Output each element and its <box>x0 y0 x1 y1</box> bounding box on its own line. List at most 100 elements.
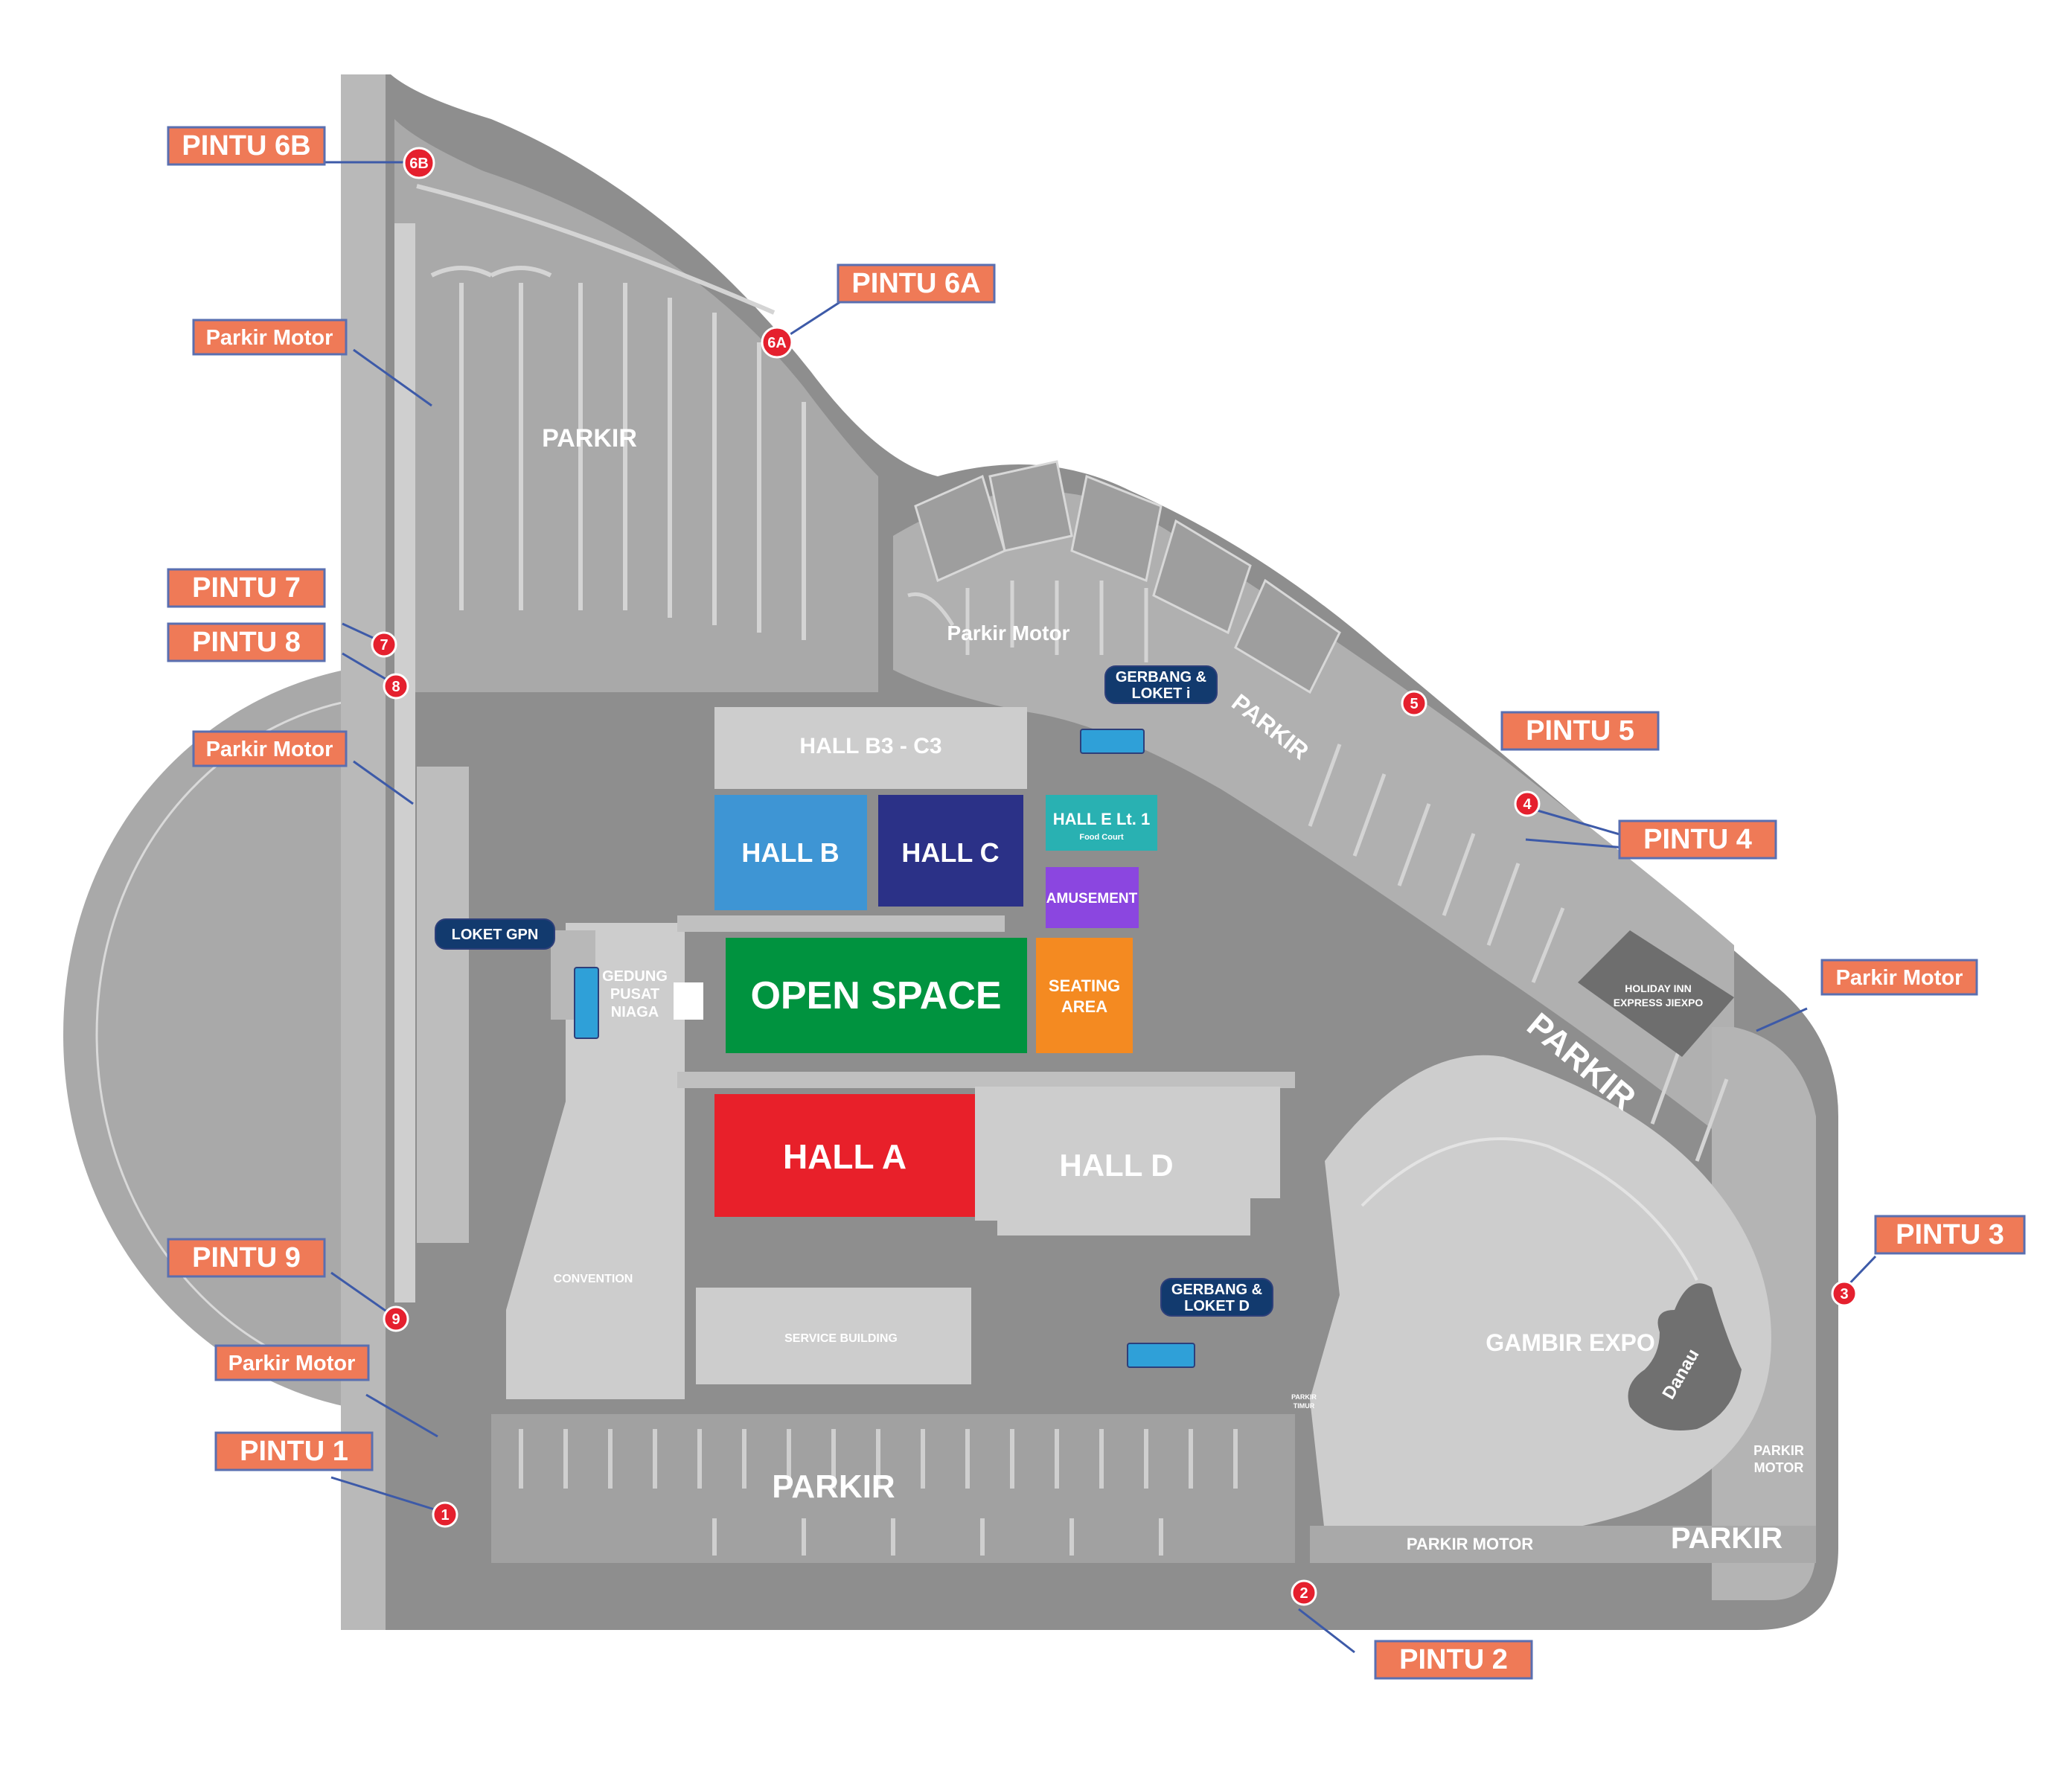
svg-text:Parkir Motor: Parkir Motor <box>228 1352 356 1375</box>
svg-text:3: 3 <box>1840 1286 1848 1302</box>
holiday-inn-label-1: HOLIDAY INN <box>1625 982 1691 994</box>
marker-8[interactable]: 8 <box>383 673 409 700</box>
holiday-inn-label-2: EXPRESS JIEXPO <box>1614 997 1704 1008</box>
marker-5[interactable]: 5 <box>1401 690 1427 717</box>
walkway-middle <box>677 1072 1295 1088</box>
hall-d <box>975 1087 1280 1235</box>
loket-d[interactable]: GERBANG & LOKET D <box>1127 1278 1273 1368</box>
leader-lines <box>313 161 1877 1654</box>
svg-text:2: 2 <box>1299 1585 1308 1602</box>
parkir-motor-callouts: Parkir Motor Parkir Motor Parkir Motor P… <box>192 319 1978 1381</box>
seating-label-2: AREA <box>1061 997 1107 1016</box>
pintu-9-label[interactable]: PINTU 9 <box>167 1238 326 1278</box>
pintu-6b-label[interactable]: PINTU 6B <box>167 126 326 166</box>
gate-labels: PINTU 6B PINTU 6A PINTU 7 PINTU 8 PINTU … <box>167 126 2026 1680</box>
svg-text:Parkir Motor: Parkir Motor <box>206 738 333 761</box>
hall-a-label: HALL A <box>783 1137 906 1176</box>
parkir-south-label: PARKIR <box>772 1468 895 1505</box>
loket-i-line1: GERBANG & <box>1116 669 1206 685</box>
ne-stalls <box>907 581 1729 1162</box>
gate-markers: 6B 6A 7 8 9 1 2 3 4 5 <box>371 147 1858 1606</box>
marker-1[interactable]: 1 <box>432 1501 458 1528</box>
parkir-motor-north-label: Parkir Motor <box>947 621 1070 645</box>
parkir-motor-north-callout[interactable]: Parkir Motor <box>192 319 348 356</box>
marker-2[interactable]: 2 <box>1291 1579 1317 1606</box>
svg-text:PINTU 6B: PINTU 6B <box>182 130 310 162</box>
loket-i[interactable]: GERBANG & LOKET i <box>1080 665 1218 754</box>
svg-text:PINTU 2: PINTU 2 <box>1399 1644 1508 1675</box>
parkir-motor-east-callout[interactable]: Parkir Motor <box>1820 959 1978 996</box>
pintu-2-label[interactable]: PINTU 2 <box>1374 1640 1533 1680</box>
svg-text:5: 5 <box>1410 696 1418 712</box>
hall-d-label: HALL D <box>1059 1148 1173 1183</box>
loket-d-line2: LOKET D <box>1184 1298 1250 1314</box>
marker-7[interactable]: 7 <box>371 631 397 658</box>
parkir-motor-east-label-2: MOTOR <box>1754 1460 1804 1475</box>
parkir-motor-south <box>1310 1526 1816 1563</box>
pintu-5-label[interactable]: PINTU 5 <box>1500 711 1660 751</box>
svg-text:PINTU 8: PINTU 8 <box>192 627 301 658</box>
kiosk <box>674 982 703 1020</box>
open-space-label: OPEN SPACE <box>750 974 1001 1017</box>
pintu-6a-label[interactable]: PINTU 6A <box>837 263 996 304</box>
hall-a <box>714 1094 975 1217</box>
parkir-motor-southwest-callout[interactable]: Parkir Motor <box>214 1344 370 1381</box>
marker-6b[interactable]: 6B <box>403 147 435 179</box>
seating-label-1: SEATING <box>1049 976 1120 995</box>
loket-gpn-line1: LOKET GPN <box>452 927 539 943</box>
svg-text:PINTU 1: PINTU 1 <box>240 1436 348 1467</box>
marker-9[interactable]: 9 <box>383 1305 409 1332</box>
parkir-north-label: PARKIR <box>542 424 637 453</box>
pintu-3-label[interactable]: PINTU 3 <box>1874 1215 2026 1255</box>
building-labels: HALL B3 - C3 HALL B HALL C HALL E Lt. 1 … <box>554 734 1704 1403</box>
loket-gpn-booth <box>574 967 599 1039</box>
walkway-north <box>677 915 1005 932</box>
marker-4[interactable]: 4 <box>1514 790 1541 817</box>
ticket-booths: GERBANG & LOKET i LOKET GPN GERBANG & LO… <box>435 665 1273 1368</box>
parkir-timur-label-1: PARKIR <box>1291 1393 1317 1401</box>
svg-text:9: 9 <box>391 1311 400 1328</box>
west-motor-area <box>417 767 469 1243</box>
loket-gpn[interactable]: LOKET GPN <box>435 918 599 1039</box>
west-oval <box>63 662 417 1414</box>
hall-b <box>714 795 867 910</box>
marker-3[interactable]: 3 <box>1831 1280 1858 1307</box>
svg-text:PINTU 6A: PINTU 6A <box>851 268 980 299</box>
gedung-label-1: GEDUNG <box>602 968 668 985</box>
svg-text:PINTU 7: PINTU 7 <box>192 572 301 604</box>
svg-text:PINTU 5: PINTU 5 <box>1526 715 1634 747</box>
svg-text:6A: 6A <box>767 335 787 351</box>
service-building <box>696 1288 971 1384</box>
svg-text:8: 8 <box>391 679 400 695</box>
pintu-8-label[interactable]: PINTU 8 <box>167 622 326 662</box>
hall-b3-c3 <box>714 707 1027 789</box>
west-road-inner <box>394 223 415 1302</box>
south-stalls <box>519 1429 1238 1556</box>
svg-text:6B: 6B <box>409 156 429 172</box>
hall-e-sublabel: Food Court <box>1079 833 1124 842</box>
svg-text:PINTU 4: PINTU 4 <box>1643 824 1752 855</box>
hall-b3-c3-label: HALL B3 - C3 <box>799 734 941 758</box>
hall-e <box>1046 795 1157 851</box>
open-space <box>726 938 1027 1053</box>
svg-text:Parkir Motor: Parkir Motor <box>1836 966 1963 990</box>
pintu-4-label[interactable]: PINTU 4 <box>1618 819 1777 860</box>
marker-6a[interactable]: 6A <box>761 326 793 359</box>
amusement <box>1046 867 1139 928</box>
parkir-motor-west-callout[interactable]: Parkir Motor <box>192 730 348 767</box>
danau <box>1628 1283 1742 1430</box>
convention-label: CONVENTION <box>554 1273 633 1285</box>
pintu-7-label[interactable]: PINTU 7 <box>167 568 326 608</box>
amusement-label: AMUSEMENT <box>1046 891 1138 907</box>
pintu-1-label[interactable]: PINTU 1 <box>214 1431 374 1471</box>
gambir-expo <box>1310 930 1816 1563</box>
west-road <box>341 74 386 1630</box>
gambir-inner <box>1360 1137 1698 1281</box>
gedung-block <box>506 923 685 1399</box>
svg-text:Parkir Motor: Parkir Motor <box>206 326 333 350</box>
loket-d-line1: GERBANG & <box>1171 1282 1262 1298</box>
north-parking-stalls <box>416 184 806 640</box>
service-building-label: SERVICE BUILDING <box>784 1332 898 1345</box>
ne-hatched-boxes <box>914 460 1341 694</box>
